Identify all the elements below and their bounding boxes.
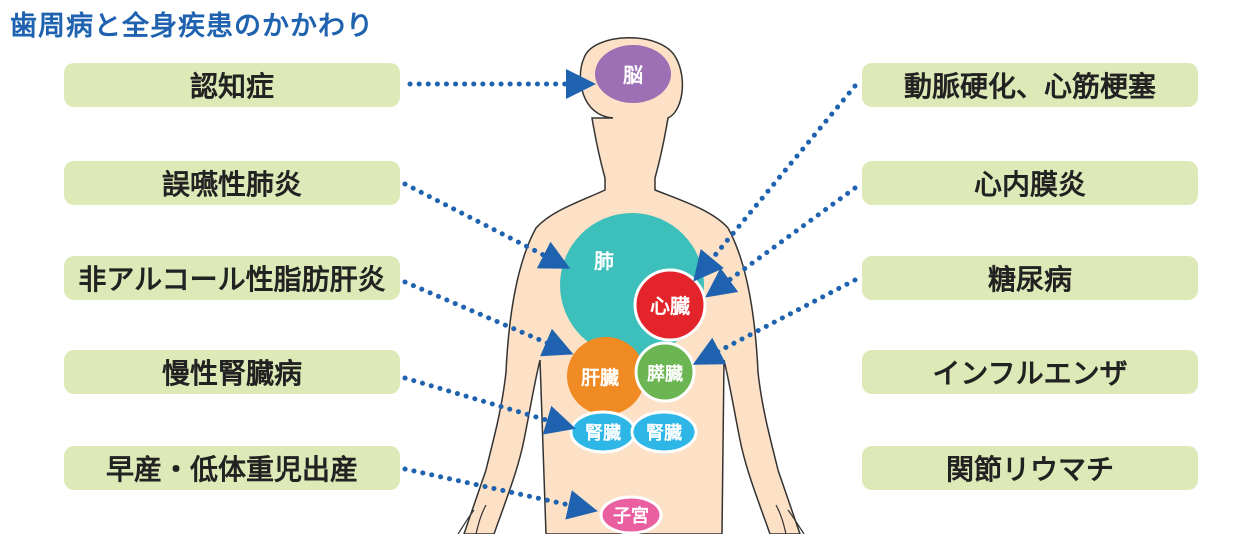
arrow-diabetes-to-pancreas: [692, 277, 858, 365]
kidney-right-organ: [630, 410, 698, 454]
arrow-pneumonia-to-lung: [402, 181, 571, 269]
disease-label-ckd: 慢性腎臓病: [64, 350, 400, 394]
organ-label-uterus: 子宮: [613, 505, 649, 527]
uterus-organ: [599, 495, 663, 534]
arrow-ckd-to-kidney: [402, 375, 576, 435]
organ-label-kidney-right: 腎臓: [646, 423, 682, 444]
heart-organ: [633, 268, 707, 342]
pancreas-organ: [634, 341, 696, 403]
disease-label-rheumatoid-arthritis: 関節リウマチ: [862, 446, 1198, 490]
organ-label-lung: 肺: [594, 249, 614, 273]
organ-label-pancreas: 膵臓: [646, 363, 683, 385]
disease-label-atherosclerosis: 動脈硬化、心筋梗塞: [862, 63, 1198, 107]
arrow-nash-to-liver: [402, 279, 574, 357]
brain-organ: [595, 45, 671, 103]
organ-label-liver: 肝臓: [581, 367, 619, 389]
disease-label-preterm-birth: 早産・低体重児出産: [64, 446, 400, 490]
liver-organ: [567, 337, 645, 415]
organ-label-brain: 脳: [622, 63, 643, 87]
disease-label-aspiration-pneumonia: 誤嚥性肺炎: [64, 161, 400, 205]
arrow-endocarditis-to-heart: [705, 185, 858, 298]
page-title: 歯周病と全身疾患のかかわり: [10, 11, 374, 42]
disease-label-dementia: 認知症: [64, 63, 400, 107]
organ-label-kidney-left: 腎臓: [585, 423, 621, 444]
disease-label-endocarditis: 心内膜炎: [862, 161, 1198, 205]
disease-label-influenza: インフルエンザ: [862, 350, 1198, 394]
disease-label-nash: 非アルコール性脂肪肝炎: [64, 256, 400, 300]
disease-label-diabetes: 糖尿病: [862, 256, 1198, 300]
organ-label-heart: 心臓: [650, 294, 690, 318]
